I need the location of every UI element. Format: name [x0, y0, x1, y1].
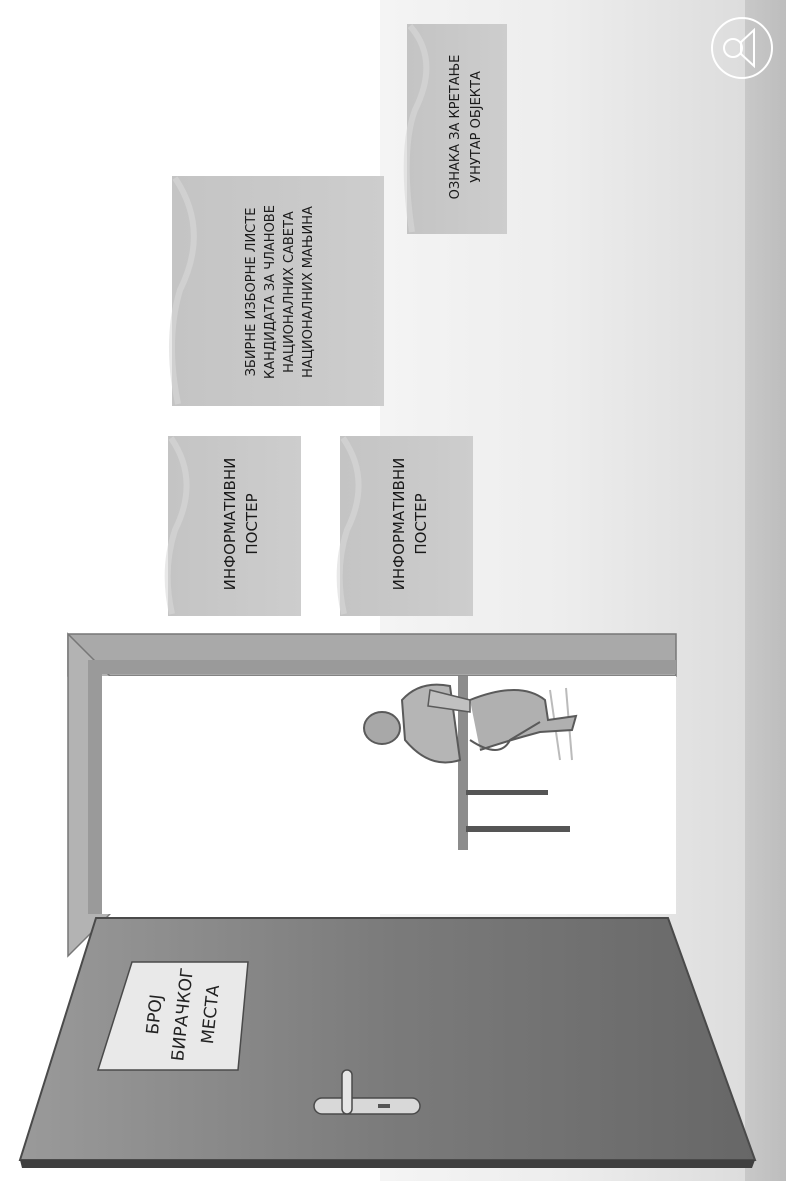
info-poster-1-line-2: ПОСТЕР	[243, 493, 261, 554]
info-poster-2-line-2: ПОСТЕР	[412, 493, 430, 554]
info-poster-2-line-1: ИНФОРМАТИВНИ	[390, 458, 408, 591]
info-poster-1: ИНФОРМАТИВНИ ПОСТЕР	[168, 436, 301, 616]
floor-strip	[745, 0, 786, 1181]
door-frame	[68, 634, 676, 956]
candidate-lists-line-3: НАЦИОНАЛНИХ САВЕТА	[282, 211, 297, 373]
candidate-lists-line-1: ЗБИРНЕ ИЗБОРНЕ ЛИСТЕ	[244, 208, 259, 377]
movement-sign-poster: ОЗНАКА ЗА КРЕТАЊЕ УНУТАР ОБЈЕКТА	[407, 24, 507, 234]
movement-sign-line-2: УНУТАР ОБЈЕКТА	[469, 71, 484, 183]
door-sign-line-1: БРОЈ	[143, 993, 167, 1035]
movement-sign-line-1: ОЗНАКА ЗА КРЕТАЊЕ	[448, 55, 463, 200]
entrance-door[interactable]: БРОЈ БИРАЧКОГ МЕСТА	[20, 918, 755, 1168]
candidate-lists-poster: ЗБИРНЕ ИЗБОРНЕ ЛИСТЕ КАНДИДАТА ЗА ЧЛАНОВ…	[172, 176, 384, 406]
info-poster-1-line-1: ИНФОРМАТИВНИ	[221, 458, 239, 591]
candidate-lists-line-2: КАНДИДАТА ЗА ЧЛАНОВЕ	[263, 205, 278, 379]
candidate-lists-line-4: НАЦИОНАЛНИХ МАЊИНА	[301, 206, 316, 378]
info-poster-2: ИНФОРМАТИВНИ ПОСТЕР	[340, 436, 473, 616]
